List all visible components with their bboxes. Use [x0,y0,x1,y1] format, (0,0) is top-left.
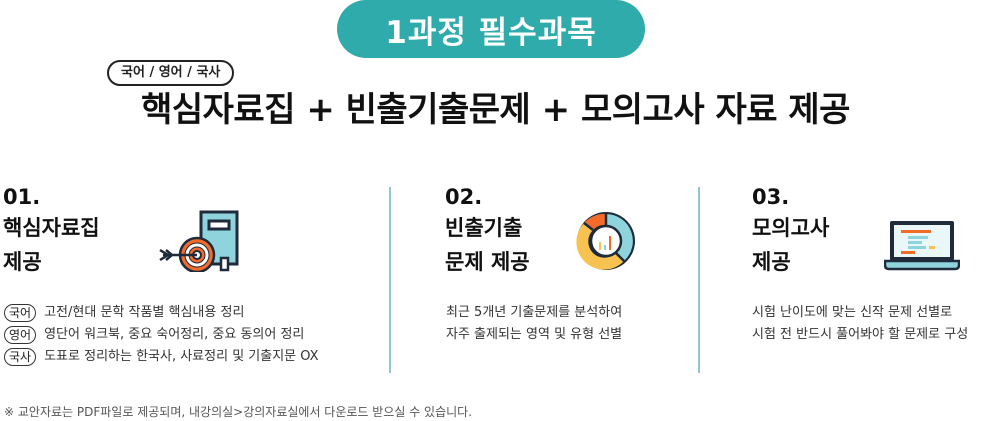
feature-3-desc: 시험 난이도에 맞는 신작 문제 선별로 시험 전 반드시 풀어봐야 할 문제로… [752,302,968,346]
feature-title-line2: 제공 [3,250,42,274]
column-divider [698,187,700,373]
subject-badge: 국어 [4,304,37,322]
list-item-text: 영단어 워크북, 중요 숙어정리, 중요 동의어 정리 [44,327,305,342]
subjects-tag: 국어 / 영어 / 국사 [107,60,235,86]
subject-badge: 국사 [4,348,37,366]
desc-line: 자주 출제되는 영역 및 유형 선별 [446,327,623,342]
feature-number: 01. [3,185,41,209]
list-item: 국사 도표로 정리하는 한국사, 사료정리 및 기출지문 OX [4,346,319,368]
feature-title-line1: 빈출기출 [445,216,523,240]
footnote: ※ 교안자료는 PDF파일로 제공되며, 내강의실>강의자료실에서 다운로드 받… [4,405,473,419]
list-item-text: 고전/현대 문학 작품별 핵심내용 정리 [44,305,245,320]
feature-title-line1: 핵심자료집 [3,216,100,240]
subject-badge: 영어 [4,326,37,344]
feature-number: 02. [445,185,483,209]
desc-line: 시험 전 반드시 풀어봐야 할 문제로 구성 [752,327,969,342]
list-item-text: 도표로 정리하는 한국사, 사료정리 및 기출지문 OX [44,349,319,364]
book-target-icon [159,210,239,272]
desc-line: 시험 난이도에 맞는 신작 문제 선별로 [752,305,953,320]
laptop-icon [884,221,960,271]
feature-title-line2: 제공 [752,250,791,274]
column-divider [389,187,391,373]
feature-title-line2: 문제 제공 [445,250,530,274]
list-item: 국어 고전/현대 문학 작품별 핵심내용 정리 [4,302,319,324]
feature-title-line1: 모의고사 [752,216,830,240]
list-item: 영어 영단어 워크북, 중요 숙어정리, 중요 동의어 정리 [4,324,319,346]
feature-3: 03. 모의고사 제공 [752,183,829,279]
donut-chart-icon [576,212,635,270]
feature-2: 02. 빈출기출 문제 제공 [445,183,530,279]
course-title: 1과정 필수과목 [385,14,597,51]
feature-1-list: 국어 고전/현대 문학 작품별 핵심내용 정리 영어 영단어 워크북, 중요 숙… [4,302,319,368]
feature-2-desc: 최근 5개년 기출문제를 분석하여 자주 출제되는 영역 및 유형 선별 [446,302,622,346]
desc-line: 최근 5개년 기출문제를 분석하여 [446,305,623,320]
feature-1: 01. 핵심자료집 제공 [3,183,100,279]
course-title-pill: 1과정 필수과목 [337,0,645,58]
feature-number: 03. [752,185,790,209]
page-headline: 핵심자료집 + 빈출기출문제 + 모의고사 자료 제공 [141,90,850,130]
